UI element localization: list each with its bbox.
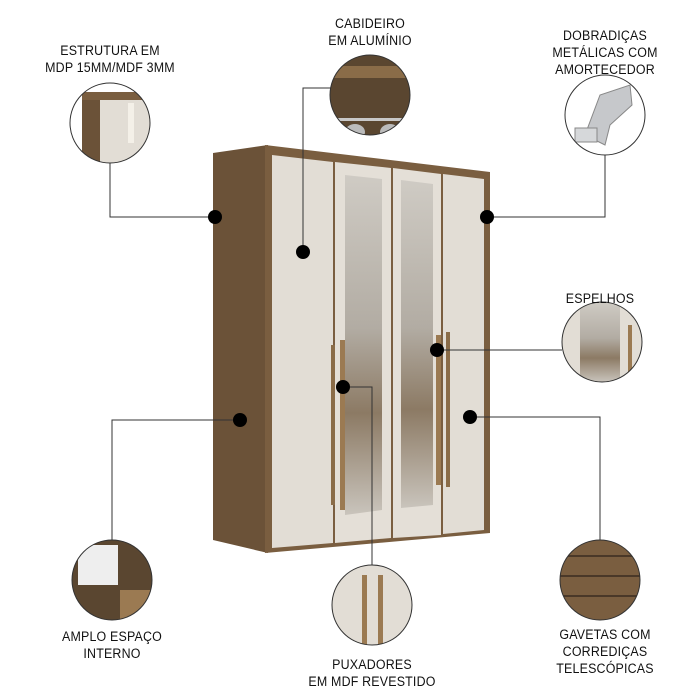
dot-handles [336, 380, 350, 394]
handle-1 [340, 340, 345, 510]
handle-4 [446, 332, 450, 487]
dot-hinges [480, 210, 494, 224]
mirror-2 [401, 180, 433, 508]
hinge-detail-icon [564, 74, 646, 156]
dot-mirrors [430, 343, 444, 357]
dot-hanger [296, 245, 310, 259]
label-mirrors: ESPELHOS [565, 291, 635, 306]
handle-detail-icon [331, 564, 413, 646]
callout-lines [109, 87, 606, 565]
wardrobe [213, 145, 490, 553]
door-1 [272, 155, 333, 548]
interior-detail-icon [71, 539, 153, 621]
door-4 [443, 174, 484, 534]
dot-interior [233, 413, 247, 427]
hanger-rod-detail-icon [329, 54, 411, 136]
dot-drawers [463, 410, 477, 424]
dot-structure [208, 210, 222, 224]
handle-3 [436, 335, 441, 485]
mirror-detail-icon [561, 301, 643, 383]
mirror-1 [345, 175, 382, 515]
side-panel [213, 145, 268, 553]
handle-2 [331, 345, 335, 505]
panel-edge-detail-icon [69, 82, 151, 164]
callout-dots [208, 210, 494, 427]
drawer-detail-icon [559, 539, 641, 621]
